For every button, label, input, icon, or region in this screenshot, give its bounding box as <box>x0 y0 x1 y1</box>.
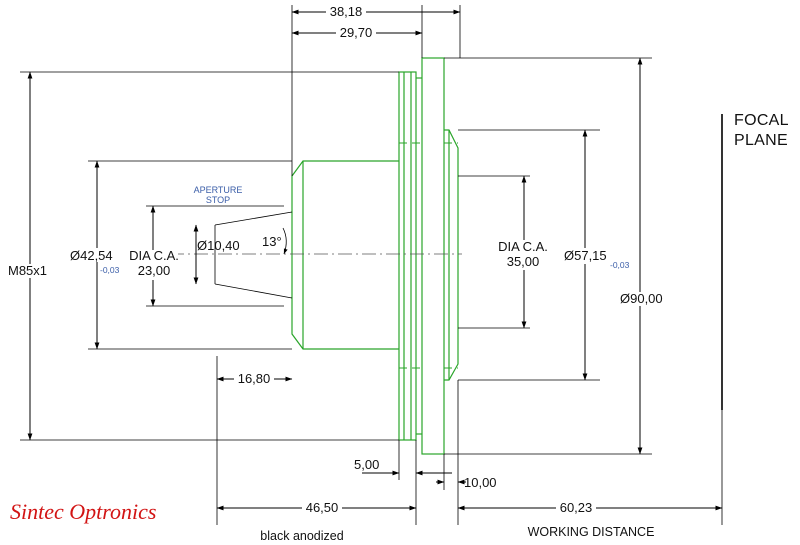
finish-note: black anodized <box>260 529 343 543</box>
front-ca-label: DIA C.A. <box>129 248 179 263</box>
focal-plane-label-2: PLANE <box>734 132 788 149</box>
dimension-lines <box>27 9 723 511</box>
front-dia-tolerance: -0,03 <box>100 265 120 275</box>
flange-thickness-label: 5,00 <box>354 457 379 472</box>
rear-offset-label: 10,00 <box>464 475 497 490</box>
total-length-label: 38,18 <box>330 4 363 19</box>
rear-ca-value: 35,00 <box>507 254 540 269</box>
aperture-stop-label-2: STOP <box>206 195 230 205</box>
focal-plane-label-1: FOCAL <box>734 112 789 129</box>
flange-to-front-label: 46,50 <box>306 500 339 515</box>
rear-mount-outline <box>444 129 459 381</box>
aperture-stop-label-1: APERTURE <box>194 185 243 195</box>
brand-logo: Sintec Optronics <box>10 499 156 524</box>
rear-dia-tolerance: -0,03 <box>610 260 630 270</box>
body-length-label: 29,70 <box>340 25 373 40</box>
main-flange <box>421 57 445 455</box>
rear-dia-label: Ø57,15 <box>564 248 607 263</box>
rear-ca-label: DIA C.A. <box>498 239 548 254</box>
front-mount-outline <box>291 160 399 350</box>
thread-label: M85x1 <box>8 263 47 278</box>
aperture-dia-label: Ø10,40 <box>197 238 240 253</box>
working-distance-value: 60,23 <box>560 500 593 515</box>
lens-body <box>291 57 459 455</box>
thread-section <box>398 71 417 441</box>
cone-angle-label: 13° <box>262 234 282 249</box>
working-distance-note: WORKING DISTANCE <box>528 525 655 539</box>
outer-dia-label: Ø90,00 <box>620 291 663 306</box>
recess-depth-label: 16,80 <box>238 371 271 386</box>
extension-lines <box>20 5 652 525</box>
front-ca-value: 23,00 <box>138 263 171 278</box>
front-dia-label: Ø42,54 <box>70 248 113 263</box>
